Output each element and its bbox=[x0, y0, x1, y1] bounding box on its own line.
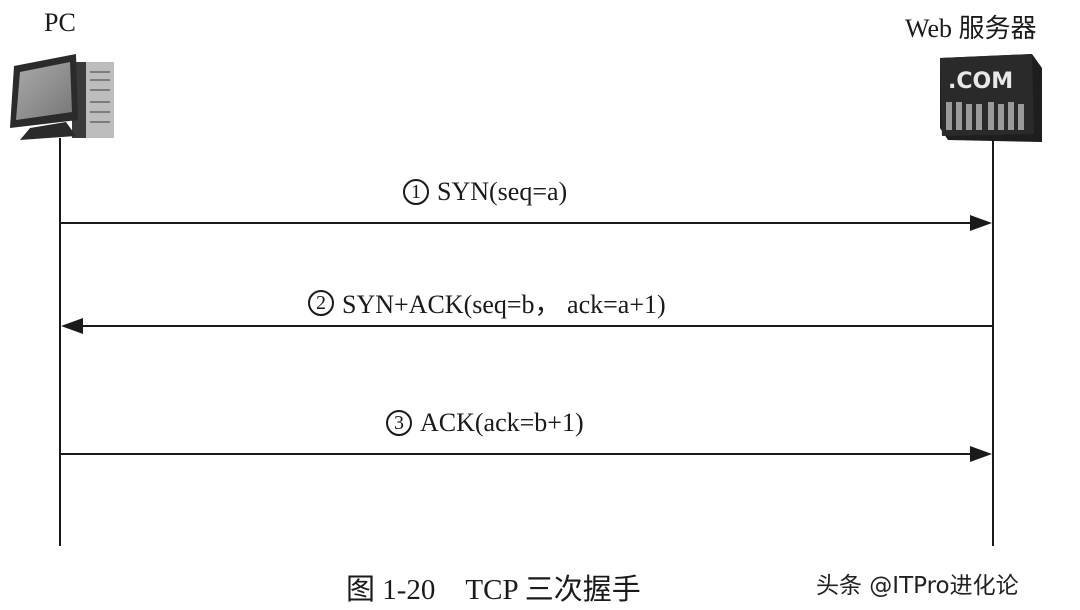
arrowhead-right-icon bbox=[970, 446, 992, 462]
server-lifeline bbox=[992, 140, 994, 546]
figure-number: 图 1-20 bbox=[346, 574, 436, 606]
web-server-label: Web 服务器 bbox=[905, 14, 1037, 43]
message-3-arrow bbox=[60, 453, 972, 455]
watermark: 头条 @ITPro进化论 bbox=[816, 573, 1019, 599]
message-2-text: SYN+ACK(seq=b， ack=a+1) bbox=[342, 290, 666, 319]
message-1-label: 1 SYN(seq=a) bbox=[403, 177, 567, 207]
arrowhead-right-icon bbox=[970, 215, 992, 231]
message-3-label: 3 ACK(ack=b+1) bbox=[386, 408, 584, 438]
figure-caption: 图 1-20 TCP 三次握手 bbox=[346, 566, 641, 608]
message-2-arrow bbox=[80, 325, 992, 327]
message-3-text: ACK(ack=b+1) bbox=[420, 408, 584, 437]
arrowhead-left-icon bbox=[61, 318, 83, 334]
step-number-3: 3 bbox=[386, 410, 412, 436]
message-2-label: 2 SYN+ACK(seq=b， ack=a+1) bbox=[308, 284, 666, 321]
web-server-icon: .COM bbox=[934, 48, 1044, 144]
step-number-1: 1 bbox=[403, 179, 429, 205]
desktop-computer-icon bbox=[6, 50, 116, 142]
message-1-text: SYN(seq=a) bbox=[437, 177, 568, 206]
figure-title: TCP 三次握手 bbox=[465, 574, 641, 606]
server-icon-text: .COM bbox=[948, 69, 1013, 94]
pc-label: PC bbox=[44, 8, 76, 37]
step-number-2: 2 bbox=[308, 289, 334, 316]
message-1-arrow bbox=[60, 222, 972, 224]
pc-lifeline bbox=[59, 138, 61, 546]
